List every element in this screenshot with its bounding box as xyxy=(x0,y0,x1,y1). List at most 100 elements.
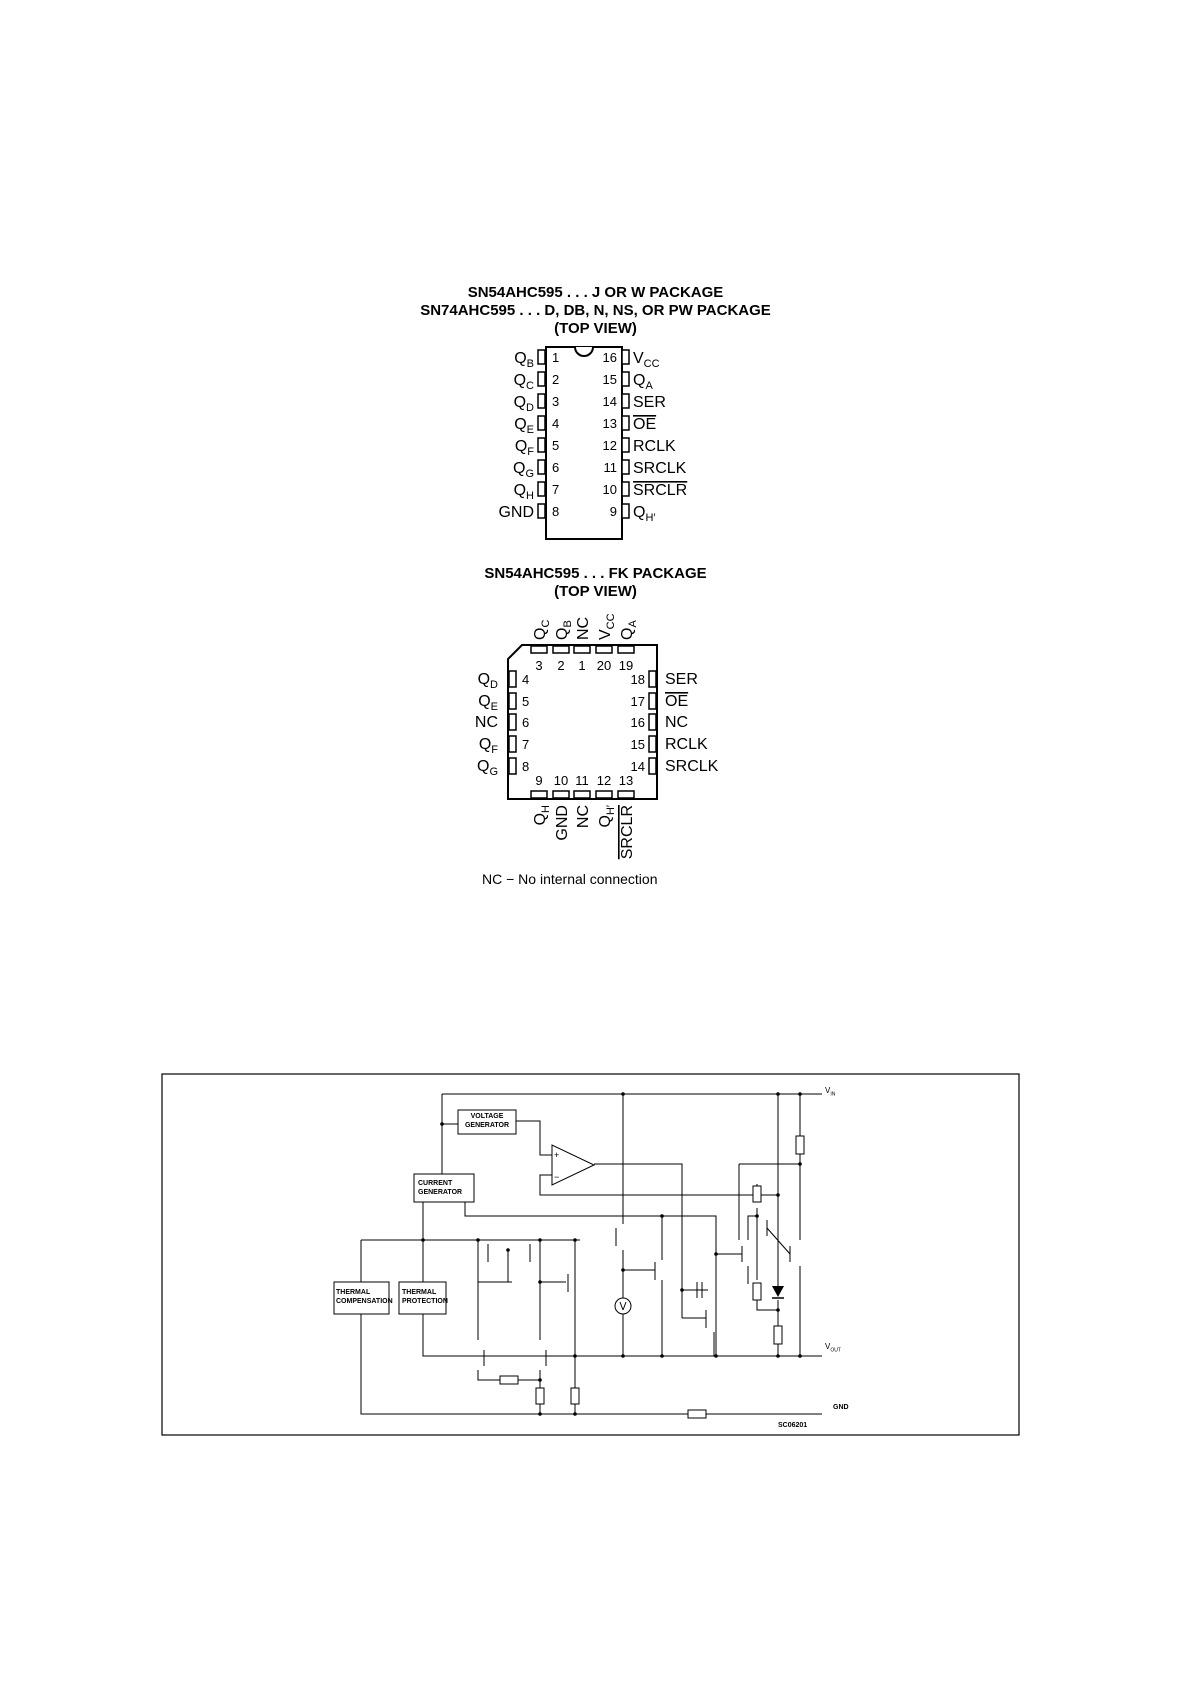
vin-label: VIN xyxy=(825,1086,835,1098)
fk-pin-8 xyxy=(508,757,517,775)
fk-pin-number-18: 18 xyxy=(631,672,645,687)
voltage-generator-label-line2: GENERATOR xyxy=(464,1122,510,1129)
thermal-compensation-label-line2: COMPENSATION xyxy=(336,1298,393,1305)
fk-pin-14 xyxy=(648,757,657,775)
fk-pin-label-15: RCLK xyxy=(665,736,708,753)
fk-pin-15 xyxy=(648,735,657,753)
fk-pin-number-8: 8 xyxy=(522,759,529,774)
dip-pin-label-4: QE xyxy=(514,416,534,436)
fk-pin-12 xyxy=(595,790,613,799)
dip-pin-5 xyxy=(537,437,546,453)
dip-pin-number-7: 7 xyxy=(552,482,559,497)
fk-pin-label-19: QA xyxy=(619,620,639,640)
fk-pin-number-14: 14 xyxy=(631,759,645,774)
fk-title-line1: SN54AHC595 . . . FK PACKAGE xyxy=(484,565,707,582)
fk-pin-label-13: SRCLR xyxy=(619,805,636,859)
thermal-protection-label: THERMAL PROTECTION xyxy=(402,1288,448,1306)
fk-pin-label-6: NC xyxy=(475,714,498,731)
fk-pin-number-19: 19 xyxy=(619,658,633,673)
dip-pin-label-11: SRCLK xyxy=(633,460,687,477)
fk-pin-label-10: GND xyxy=(554,805,571,841)
dip-pin-3 xyxy=(537,393,546,409)
dip-pin-label-7: QH xyxy=(514,482,534,502)
voltage-generator-box xyxy=(457,1109,517,1135)
fk-pin-number-9: 9 xyxy=(535,773,542,788)
fk-pin-label-3: QC xyxy=(532,620,552,640)
dip-pin-12 xyxy=(621,437,630,453)
fk-pin-1 xyxy=(573,645,591,654)
current-generator-label-line2: GENERATOR xyxy=(418,1189,463,1196)
fk-pin-number-17: 17 xyxy=(631,694,645,709)
dip-pin-number-15: 15 xyxy=(603,372,617,387)
fk-pin-label-12: QH′ xyxy=(597,805,617,827)
fk-pin-label-4: QD xyxy=(478,671,498,691)
schematic-junctions xyxy=(421,1092,802,1416)
dip-pin-number-6: 6 xyxy=(552,460,559,475)
fk-pin-number-12: 12 xyxy=(597,773,611,788)
dip-pin-label-14: SER xyxy=(633,394,666,411)
resistor-icon xyxy=(687,1409,707,1419)
fk-pin-number-15: 15 xyxy=(631,737,645,752)
vout-label: VOUT xyxy=(825,1342,841,1354)
thermal-compensation-label: THERMAL COMPENSATION xyxy=(336,1288,393,1306)
dip-pin-number-12: 12 xyxy=(603,438,617,453)
dip-notch xyxy=(574,346,594,357)
fk-pin-label-1: NC xyxy=(575,617,592,640)
schematic-components xyxy=(333,1109,805,1419)
vout-label-main: V xyxy=(825,1342,831,1351)
current-generator-label: CURRENT GENERATOR xyxy=(418,1179,462,1197)
fk-pin-label-14: SRCLK xyxy=(665,758,719,775)
fk-pin-label-18: SER xyxy=(665,671,698,688)
dip-pin-label-12: RCLK xyxy=(633,438,676,455)
dip-pin-number-13: 13 xyxy=(603,416,617,431)
dip-pin-1 xyxy=(537,349,546,365)
current-generator-label-line1: CURRENT xyxy=(418,1180,453,1187)
fk-pin-label-17: OE xyxy=(665,693,688,710)
schematic-wires xyxy=(360,1093,822,1415)
fk-pin-number-5: 5 xyxy=(522,694,529,709)
fk-pin-3 xyxy=(530,645,548,654)
thermal-compensation-box xyxy=(333,1281,390,1315)
fk-pin-11 xyxy=(573,790,591,799)
resistor-icon xyxy=(773,1325,783,1345)
dip-pin-number-2: 2 xyxy=(552,372,559,387)
vout-label-sub: OUT xyxy=(830,1347,841,1354)
fk-pin-4 xyxy=(508,670,517,688)
dip-pin-number-14: 14 xyxy=(603,394,617,409)
fk-body xyxy=(507,644,658,800)
fk-pin-number-16: 16 xyxy=(631,715,645,730)
resistor-icon xyxy=(535,1387,545,1405)
dip-title-line1: SN54AHC595 . . . J OR W PACKAGE xyxy=(467,284,724,301)
fk-pin-2 xyxy=(552,645,570,654)
fk-pin-number-6: 6 xyxy=(522,715,529,730)
dip-pin-7 xyxy=(537,481,546,497)
fk-pin-number-2: 2 xyxy=(557,658,564,673)
opamp-minus: − xyxy=(554,1172,559,1182)
fk-pin-number-10: 10 xyxy=(554,773,568,788)
fk-pin-19 xyxy=(617,645,635,654)
fk-pin-5 xyxy=(508,692,517,710)
dip-pin-label-8: GND xyxy=(498,504,534,521)
dip-pin-11 xyxy=(621,459,630,475)
opamp-icon xyxy=(551,1144,596,1186)
dip-pin-4 xyxy=(537,415,546,431)
dip-pin-13 xyxy=(621,415,630,431)
dip-pin-number-4: 4 xyxy=(552,416,559,431)
dip-pin-label-16: VCC xyxy=(633,350,660,370)
resistor-icon xyxy=(795,1135,805,1155)
fk-pin-label-11: NC xyxy=(575,805,592,828)
fk-pin-number-20: 20 xyxy=(597,658,611,673)
dip-pin-10 xyxy=(621,481,630,497)
dip-pin-number-8: 8 xyxy=(552,504,559,519)
gnd-label: GND xyxy=(833,1404,849,1411)
fk-pin-7 xyxy=(508,735,517,753)
fk-pin-9 xyxy=(530,790,548,799)
voltage-generator-label-line1: VOLTAGE xyxy=(470,1113,504,1120)
fk-pin-10 xyxy=(552,790,570,799)
fk-pin-label-20: VCC xyxy=(597,613,617,640)
fk-pin-label-9: QH xyxy=(532,805,552,825)
fk-pin-20 xyxy=(595,645,613,654)
thermal-protection-label-line1: THERMAL xyxy=(402,1289,437,1296)
